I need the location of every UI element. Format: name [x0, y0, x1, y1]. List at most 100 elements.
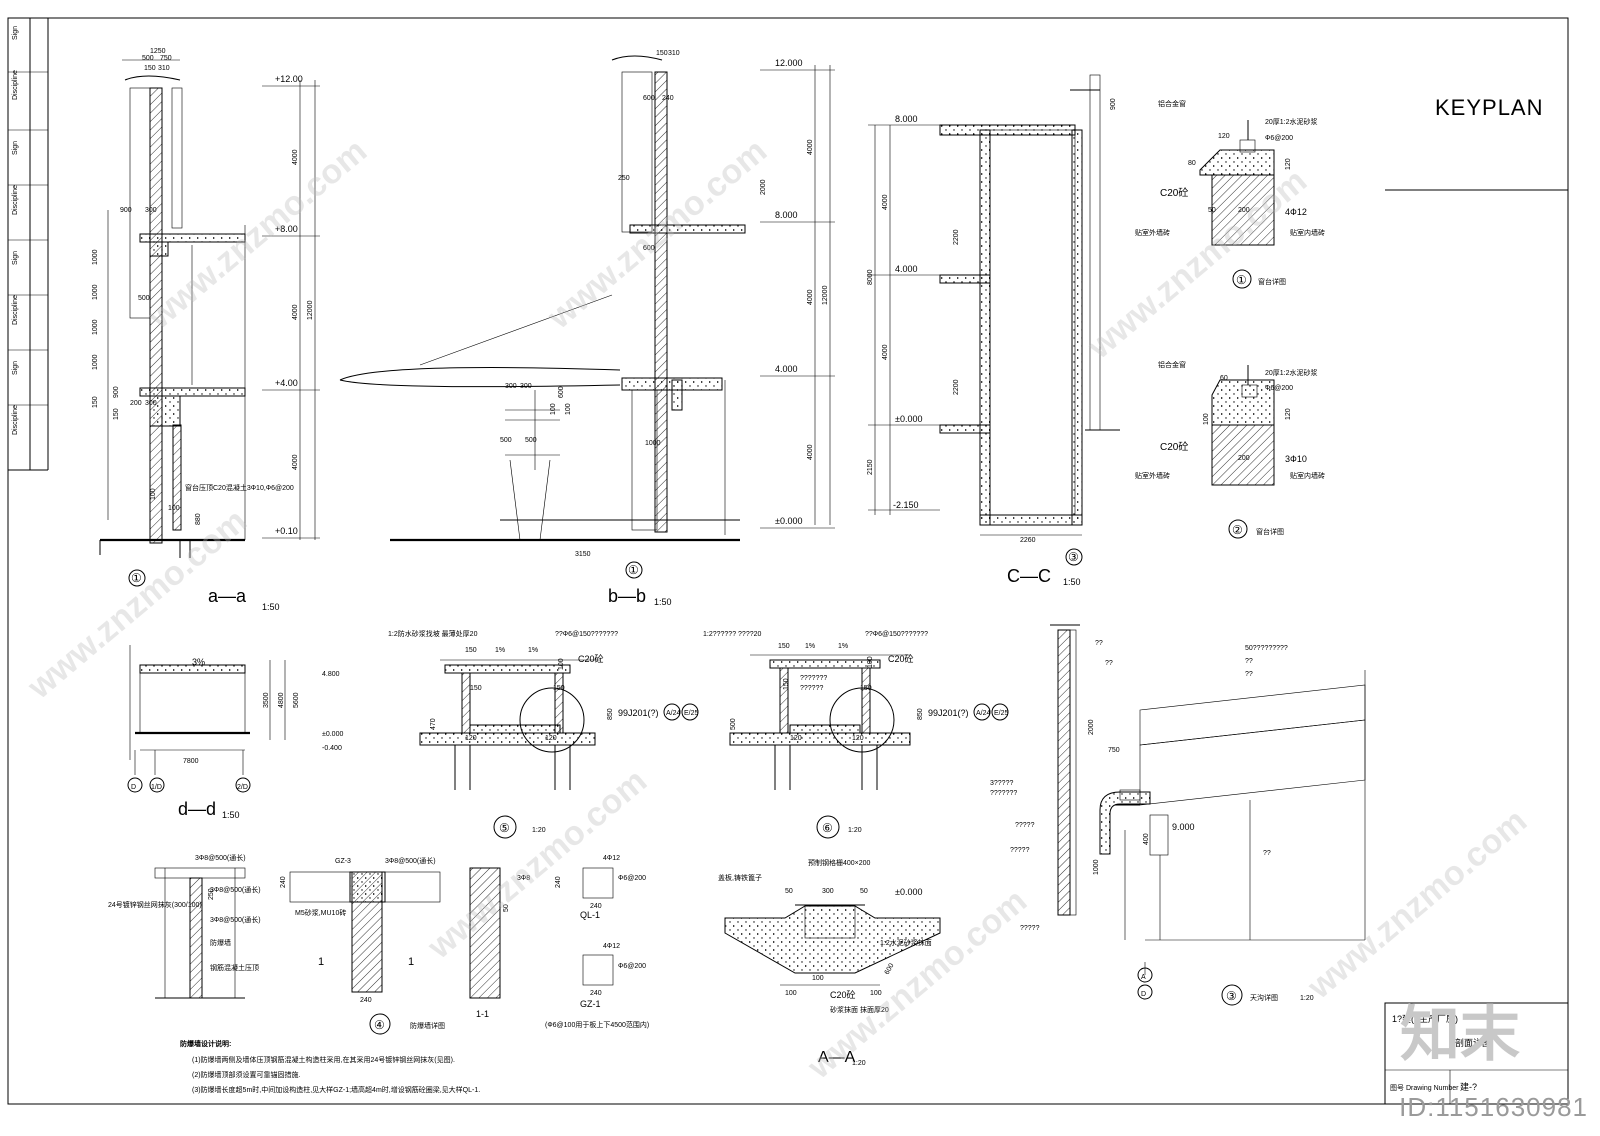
- dim: 200: [1238, 455, 1250, 462]
- dim: 600: [884, 962, 896, 976]
- dim: 470: [430, 718, 437, 730]
- label: 贴室内墙砖: [1290, 228, 1325, 237]
- dim: 150: [144, 65, 156, 72]
- level: -0.400: [322, 745, 342, 752]
- section-scale: 1:50: [654, 597, 672, 607]
- dim: 4800: [278, 692, 285, 708]
- dim: 310: [158, 65, 170, 72]
- detail-window-sill-1: 120 80 50 200 120 铝合金窗 20厚1:2水泥砂浆 Ф6@200…: [1135, 99, 1325, 289]
- label: ??Ф6@150???????: [555, 631, 618, 638]
- dim: 500: [730, 718, 737, 730]
- detail-title: 窗台详图: [1258, 277, 1286, 286]
- level: 4.000: [775, 364, 798, 374]
- dim: 4000: [882, 194, 889, 210]
- dim: 4Ф12: [603, 855, 620, 862]
- dim: 240: [360, 997, 372, 1004]
- label: C20砼: [1160, 440, 1188, 453]
- label: 3Ф8@500(通长): [210, 915, 261, 924]
- section-title: d—d: [178, 799, 216, 819]
- dim: 120: [1285, 408, 1292, 420]
- sign-label: Sign: [12, 141, 19, 155]
- dim: 240: [555, 876, 562, 888]
- dim: 100: [812, 975, 824, 982]
- dim: 850: [917, 708, 924, 720]
- watermark-text: www.znzmo.com: [420, 762, 654, 967]
- dim: 900: [120, 207, 132, 214]
- dim: 3Ф8: [517, 875, 530, 882]
- dim: 50: [1208, 207, 1216, 214]
- label: C20砼: [888, 653, 914, 664]
- dim: 850: [607, 708, 614, 720]
- level: 12.000: [775, 58, 803, 68]
- drawing-number-label: 图号 Drawing Number: [1390, 1084, 1459, 1092]
- dim: 3%: [192, 657, 205, 667]
- label: 贴室内墙砖: [1290, 471, 1325, 480]
- detail-title: 天沟详图: [1250, 993, 1278, 1002]
- dim: 880: [195, 513, 202, 525]
- dim: 80: [1188, 160, 1196, 167]
- label: GZ-3: [335, 858, 351, 865]
- label: ??Ф6@150???????: [865, 631, 928, 638]
- label: 3?????: [990, 780, 1013, 787]
- section-title: C—C: [1007, 566, 1051, 586]
- section-scale: 1:20: [852, 1060, 866, 1067]
- label: 防爆墙: [210, 938, 231, 947]
- ref-marker: ⑥: [822, 821, 833, 835]
- detail-blast-wall-4: ④ 防爆墙详图 3Ф8@500(通长) 3Ф8@500(通长) 3Ф8@500(…: [108, 853, 649, 1035]
- dim: 1250: [150, 48, 166, 55]
- label: 99J201(?): [928, 708, 969, 718]
- dim: 240: [590, 990, 602, 997]
- dim: 500: [138, 295, 150, 302]
- level: ±0.000: [775, 516, 802, 526]
- dim: 600: [558, 386, 565, 398]
- label: Ф6@200: [1265, 135, 1293, 142]
- dim: 240: [662, 95, 674, 102]
- level: +12.00: [275, 74, 303, 84]
- logo-watermark: 知末: [1400, 1001, 1520, 1068]
- label: (Ф6@100用于板上下4500范围内): [545, 1020, 649, 1029]
- dim: 4000: [807, 444, 814, 460]
- design-notes: 防爆墙设计说明: (1)防爆墙两侧及墙体压顶钢筋混凝土构造柱采用,在其采用24号…: [180, 1039, 480, 1094]
- label: 贴室外墙砖: [1135, 228, 1170, 237]
- sheet-border: [7, 17, 1569, 1105]
- dim: 120: [545, 735, 557, 742]
- dim: 100: [168, 505, 180, 512]
- label: M5砂浆,MU10砖: [295, 908, 346, 917]
- level: 4.800: [322, 671, 340, 678]
- axis-marker: A: [1141, 974, 1146, 981]
- discipline-label: Discipline: [12, 185, 19, 215]
- dim: 1%: [838, 643, 848, 650]
- level: +4.00: [275, 378, 298, 388]
- dim: 2200: [953, 379, 960, 395]
- dim: 8000: [867, 269, 874, 285]
- label: QL-1: [580, 910, 600, 920]
- ref-marker: ①: [131, 571, 142, 585]
- section-title: b—b: [608, 586, 646, 606]
- dim: 150: [778, 643, 790, 650]
- label: ???????: [800, 675, 827, 682]
- ref-marker: ①: [628, 563, 639, 577]
- dim: 150: [465, 647, 477, 654]
- note-item: (3)防爆墙长度超5m时,中间加设构造柱,见大样GZ-1;墙高超4m时,增设钢筋…: [192, 1085, 480, 1094]
- sign-label: Sign: [12, 26, 19, 40]
- label: 1:2水泥砂浆抹面: [880, 938, 932, 947]
- dim: 300: [145, 400, 157, 407]
- note-item: (1)防爆墙两侧及墙体压顶钢筋混凝土构造柱采用,在其采用24号镀锌钢丝网抹灰(见…: [192, 1055, 455, 1064]
- dim: 100: [1203, 413, 1210, 425]
- detail-window-sill-2: 60 100 200 120 铝合金窗 20厚1:2水泥砂浆 Ф6@200 C2…: [1135, 360, 1325, 539]
- title-block: 1?建(?生产厂房) 剖面详图 图号 Drawing Number 建-?: [1384, 1002, 1569, 1105]
- dim: 100: [150, 488, 157, 500]
- signature-strip: Sign Discipline Sign Discipline Sign Dis…: [8, 18, 49, 471]
- detail-badge: E/25: [994, 710, 1009, 717]
- label: ??????: [800, 685, 823, 692]
- dim: 1000: [92, 319, 99, 335]
- detail-badge: A/24: [666, 710, 681, 717]
- ref-marker: ③: [1226, 989, 1237, 1003]
- axis-marker: D: [131, 784, 136, 791]
- dim: 150: [860, 685, 872, 692]
- axis-marker: D: [1141, 991, 1146, 998]
- section-cc: 8.000 4.000 ±0.000 -2.150 4000 4000 8000…: [867, 74, 1120, 587]
- label: ??: [1245, 658, 1253, 665]
